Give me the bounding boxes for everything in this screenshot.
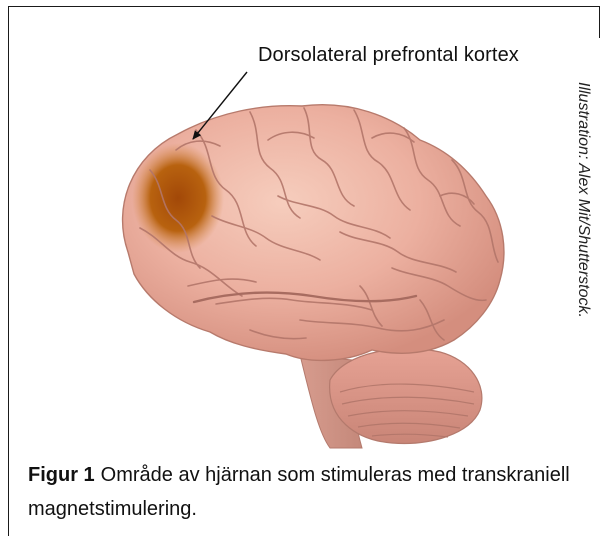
caption-text: Område av hjärnan som stimuleras med tra… [28,464,570,520]
cerebellum-shape [330,349,482,444]
figure-label: Figur 1 [28,464,95,486]
callout-label: Dorsolateral prefrontal kortex [258,44,519,67]
image-credit: Illustration: Alex Mit/Shutterstock. [574,82,592,318]
